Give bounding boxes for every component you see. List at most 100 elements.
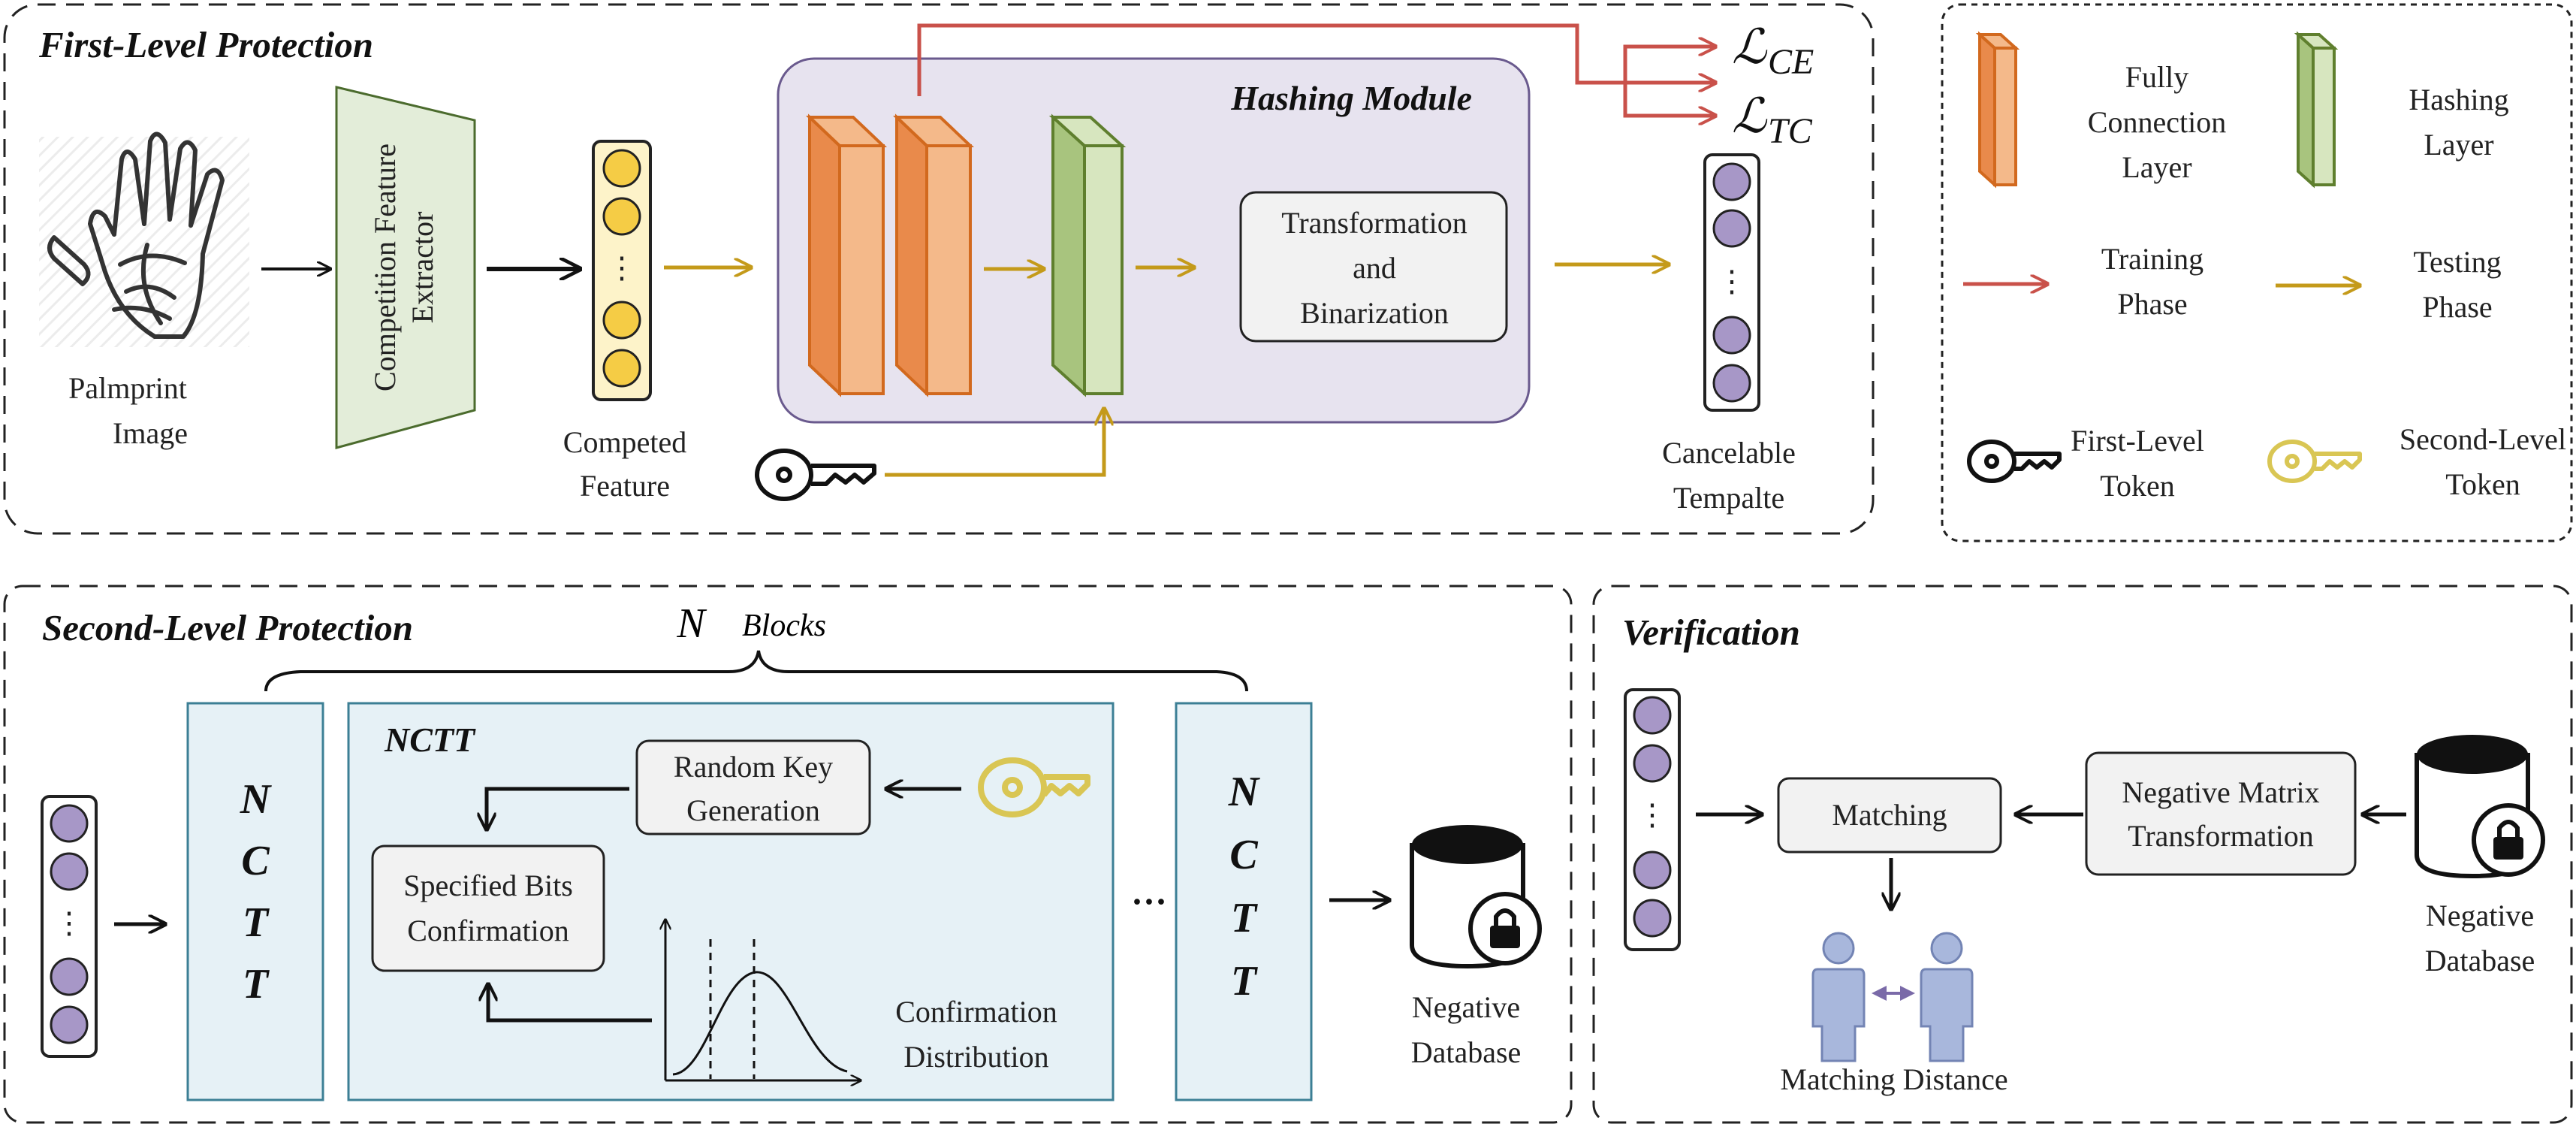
confirmation-distribution-plot <box>665 920 861 1080</box>
svg-text:Connection: Connection <box>2088 105 2226 139</box>
nctt-last-letter-n: N <box>1228 769 1261 815</box>
svg-text:Blocks: Blocks <box>742 609 826 643</box>
n-blocks-brace <box>264 650 1248 692</box>
legend-fc-label: Fully Connection Layer <box>2088 60 2226 184</box>
fc-layer-2 <box>892 113 975 397</box>
nctt-first-letter-t1: T <box>243 899 270 946</box>
palmprint-image <box>39 131 249 347</box>
matching-distance-label: Matching Distance <box>1780 1062 2007 1096</box>
nctt-block-first <box>186 702 324 1101</box>
ellipsis: ⋮ <box>1637 798 1667 832</box>
negative-database-label: Negative Database <box>1411 990 1522 1069</box>
legend-first-key-icon <box>1967 440 2062 483</box>
legend-second-key-icon <box>2267 440 2362 483</box>
svg-text:First-Level: First-Level <box>2071 424 2204 458</box>
svg-text:Competed: Competed <box>563 425 686 459</box>
hashing-module-title: Hashing Module <box>1230 79 1472 117</box>
svg-text:Token: Token <box>2100 469 2174 503</box>
svg-text:Image: Image <box>113 416 188 450</box>
ellipsis: ⋮ <box>54 906 84 940</box>
training-path <box>917 23 1715 116</box>
nctt-first-letter-c: C <box>241 838 270 884</box>
template-label: Cancelable Tempalte <box>1662 436 1796 515</box>
nctt-last-letter-t1: T <box>1231 895 1259 941</box>
svg-text:Confirmation: Confirmation <box>895 995 1057 1029</box>
nctt-first-letter-t2: T <box>243 961 270 1008</box>
svg-text:CE: CE <box>1768 42 1814 82</box>
nctt-last-letter-t2: T <box>1231 958 1259 1005</box>
svg-text:N: N <box>676 600 707 647</box>
neg-matrix-line-2: Transformation <box>2128 819 2313 853</box>
verification-panel: Verification ⋮ Matching Negative Matrix … <box>1592 585 2573 1124</box>
svg-text:Hashing: Hashing <box>2409 83 2508 116</box>
arrow-random-to-specified <box>487 787 629 829</box>
second-level-input-vector: ⋮ <box>41 795 98 1058</box>
neg-matrix-line-1: Negative Matrix <box>2122 775 2319 809</box>
svg-text:Palmprint: Palmprint <box>68 371 187 405</box>
loss-tc: ℒ TC <box>1732 89 1813 151</box>
svg-text:Phase: Phase <box>2422 290 2492 324</box>
svg-text:Token: Token <box>2445 467 2520 501</box>
second-level-title: Second-Level Protection <box>42 607 413 648</box>
svg-text:Negative: Negative <box>1412 990 1520 1024</box>
svg-text:Second-Level: Second-Level <box>2400 422 2566 456</box>
transform-line-3: Binarization <box>1300 296 1449 330</box>
random-key-line-1: Random Key <box>674 750 833 784</box>
svg-text:Extractor: Extractor <box>406 212 439 324</box>
svg-text:ℒ: ℒ <box>1732 20 1768 74</box>
person-right-icon <box>1920 932 1974 1062</box>
key-to-hashing-arrow <box>885 409 1104 477</box>
legend-training-label: Training Phase <box>2101 242 2203 321</box>
legend-testing-label: Testing Phase <box>2413 245 2501 324</box>
verification-input-vector: ⋮ <box>1624 688 1681 951</box>
negative-matrix-box <box>2085 751 2357 876</box>
legend-hash-icon <box>2294 31 2339 189</box>
svg-text:Negative: Negative <box>2426 899 2534 932</box>
nctt-last-letter-c: C <box>1229 832 1258 878</box>
svg-text:Layer: Layer <box>2122 150 2191 184</box>
svg-text:Fully: Fully <box>2125 60 2188 94</box>
nctt-first-letter-n: N <box>240 776 273 823</box>
palmprint-label: Palmprint Image <box>68 371 188 450</box>
person-left-icon <box>1811 932 1866 1062</box>
ellipsis: ⋮ <box>607 251 637 285</box>
first-level-title: First-Level Protection <box>38 24 373 65</box>
transform-line-1: Transformation <box>1281 206 1467 240</box>
svg-text:Testing: Testing <box>2413 245 2501 279</box>
verification-database-label: Negative Database <box>2425 899 2535 977</box>
specified-bits-line-2: Confirmation <box>407 914 569 947</box>
svg-text:TC: TC <box>1768 111 1813 151</box>
svg-text:Cancelable: Cancelable <box>1662 436 1796 470</box>
nctt-title: NCTT <box>384 721 476 759</box>
ellipsis: ⋮ <box>1717 264 1747 298</box>
blocks-ellipsis: ··· <box>1131 882 1167 922</box>
svg-text:Distribution: Distribution <box>903 1040 1048 1074</box>
transformation-binarization-box <box>1239 191 1508 343</box>
legend-fc-icon <box>1975 31 2020 189</box>
svg-text:Competition Feature: Competition Feature <box>368 144 402 391</box>
svg-text:Tempalte: Tempalte <box>1673 481 1784 515</box>
competed-feature-vector: ⋮ <box>592 140 652 401</box>
arrow-distribution-to-specified <box>488 984 652 1023</box>
negative-database-icon <box>1410 825 1542 969</box>
svg-text:Training: Training <box>2101 242 2203 276</box>
extractor-label: Competition Feature Extractor <box>368 144 439 391</box>
cancelable-template-vector: ⋮ <box>1703 153 1760 412</box>
legend-second-token-label: Second-Level Token <box>2400 422 2566 501</box>
svg-text:Layer: Layer <box>2424 128 2493 162</box>
svg-text:Database: Database <box>2425 944 2535 977</box>
verification-database-icon <box>2415 735 2545 879</box>
svg-text:ℒ: ℒ <box>1732 89 1768 143</box>
first-level-panel: First-Level Protection Palmprint Image <box>3 3 1875 535</box>
legend-hash-label: Hashing Layer <box>2409 83 2508 162</box>
loss-ce: ℒ CE <box>1732 20 1814 82</box>
first-level-key-icon <box>755 449 876 501</box>
second-level-panel: Second-Level Protection N Blocks ⋮ N C T… <box>3 585 1573 1124</box>
random-key-line-2: Generation <box>686 793 820 827</box>
legend-first-token-label: First-Level Token <box>2071 424 2204 503</box>
confirmation-distribution-label: Confirmation Distribution <box>895 995 1057 1074</box>
random-key-generation-box <box>635 739 871 835</box>
matching-box <box>1777 777 2002 854</box>
svg-text:Feature: Feature <box>580 469 670 503</box>
